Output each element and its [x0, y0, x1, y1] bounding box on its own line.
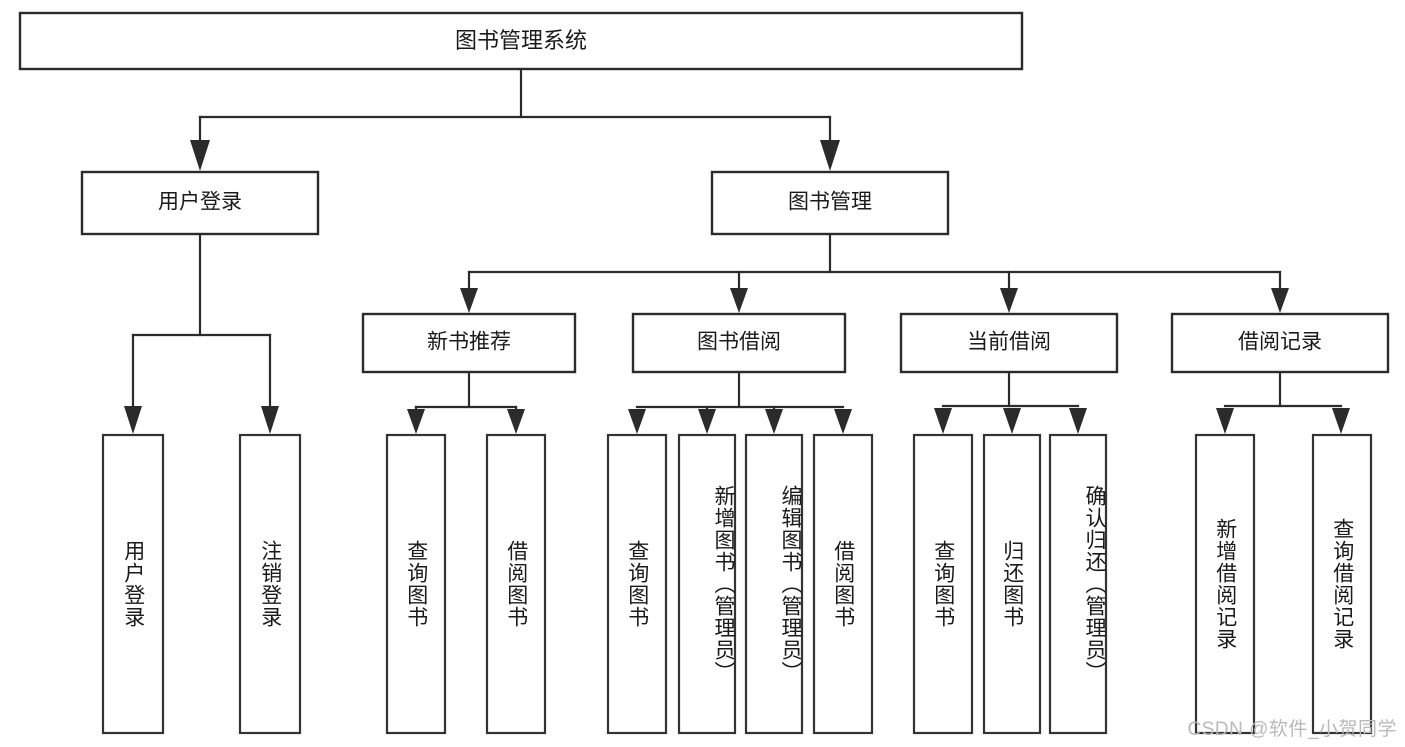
node-user-login[interactable]: 用户登录 — [80, 170, 320, 236]
node-new-book-recommend[interactable]: 新书推荐 — [361, 312, 577, 374]
node-user-login-label: 用户登录 — [158, 191, 242, 214]
arrow-head-leaf-query-record — [1332, 408, 1350, 434]
arrow-head-leaf-borrow-book-2 — [834, 409, 852, 434]
node-borrow-record-box[interactable] — [1170, 312, 1390, 374]
arrow-head-current-borrow — [1000, 288, 1018, 313]
arrow-head-borrow-record — [1271, 288, 1289, 313]
arrow-head-leaf-edit-book — [765, 409, 783, 434]
arrow-head-new-book-recommend — [460, 288, 478, 313]
node-leaf-query-book-1-box[interactable] — [385, 433, 447, 735]
node-leaf-add-book-box[interactable] — [677, 433, 737, 735]
node-current-borrow-label: 当前借阅 — [967, 331, 1051, 354]
node-leaf-user-login-box[interactable] — [101, 433, 165, 735]
node-book-borrow[interactable]: 图书借阅 — [631, 312, 847, 374]
arrow-head-leaf-borrow-book-1 — [507, 409, 525, 434]
arrow-head-leaf-user-login — [124, 406, 142, 434]
node-borrow-record-label: 借阅记录 — [1238, 331, 1322, 354]
node-book-manage[interactable]: 图书管理 — [710, 170, 950, 236]
node-new-book-recommend-label: 新书推荐 — [427, 331, 511, 354]
node-leaf-confirm-return-box[interactable] — [1048, 433, 1108, 735]
connector-layer — [124, 67, 1350, 434]
node-root[interactable]: 图书管理系统 — [18, 11, 1024, 71]
node-leaf-logout-box[interactable] — [238, 433, 302, 735]
arrow-head-book-manage — [820, 140, 840, 171]
arrow-head-leaf-confirm-return — [1069, 408, 1087, 434]
node-leaf-borrow-book-1-box[interactable] — [485, 433, 547, 735]
node-book-manage-box[interactable] — [710, 170, 950, 236]
node-leaf-add-record-box[interactable] — [1194, 433, 1256, 735]
node-leaf-query-book-2-box[interactable] — [606, 433, 668, 735]
node-book-borrow-label: 图书借阅 — [697, 331, 781, 354]
node-layer-leaves — [101, 433, 1373, 735]
arrow-head-leaf-logout — [261, 406, 279, 434]
node-root-box[interactable] — [18, 11, 1024, 71]
arrow-head-leaf-add-book — [698, 409, 716, 434]
node-leaf-query-book-3-box[interactable] — [912, 433, 974, 735]
node-user-login-box[interactable] — [80, 170, 320, 236]
arrow-head-book-borrow — [730, 288, 748, 313]
arrow-head-leaf-add-record — [1216, 408, 1234, 434]
arrow-head-leaf-query-book-1 — [407, 409, 425, 434]
node-root-label: 图书管理系统 — [455, 28, 587, 53]
arrow-head-leaf-query-book-3 — [934, 408, 952, 434]
node-current-borrow[interactable]: 当前借阅 — [899, 312, 1119, 374]
node-leaf-borrow-book-2-box[interactable] — [812, 433, 874, 735]
node-leaf-edit-book-box[interactable] — [744, 433, 804, 735]
node-leaf-query-record-box[interactable] — [1311, 433, 1373, 735]
csdn-watermark: CSDN @软件_小贺同学 — [1187, 719, 1397, 740]
node-current-borrow-box[interactable] — [899, 312, 1119, 374]
node-book-manage-label: 图书管理 — [788, 191, 872, 214]
node-new-book-recommend-box[interactable] — [361, 312, 577, 374]
node-borrow-record[interactable]: 借阅记录 — [1170, 312, 1390, 374]
node-leaf-return-book-box[interactable] — [982, 433, 1042, 735]
arrow-head-user-login — [190, 140, 210, 171]
arrow-head-leaf-query-book-2 — [628, 409, 646, 434]
node-layer-horizontal: 图书管理系统 用户登录 图书管理 新书推荐 图书借阅 当前借阅 — [18, 11, 1390, 374]
node-book-borrow-box[interactable] — [631, 312, 847, 374]
arrow-head-leaf-return-book — [1003, 408, 1021, 434]
